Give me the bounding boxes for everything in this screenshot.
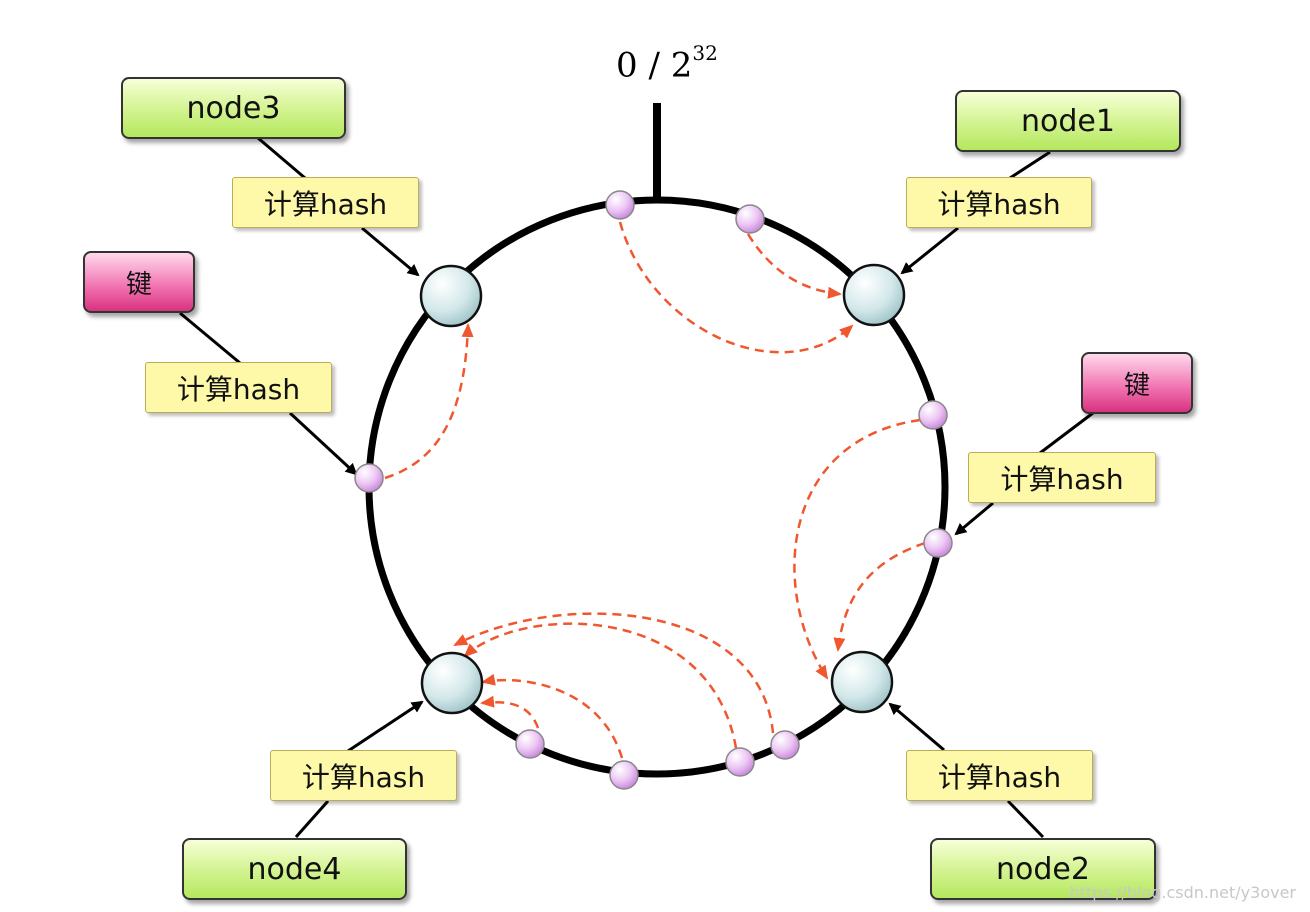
- ring-nodes: [419, 263, 906, 715]
- mapping-arrow: [793, 418, 921, 680]
- node2-hash-box: 计算hash: [906, 750, 1093, 801]
- key-left-hash-box: 计算hash: [145, 362, 332, 413]
- mapping-arrow: [481, 673, 624, 759]
- key-point: [725, 747, 755, 777]
- node4-connector-lower: [347, 700, 424, 753]
- node2-connector-upper: [1006, 799, 1045, 839]
- connector-lines: [179, 136, 1094, 839]
- ring-origin-label: 0 / 232: [616, 41, 718, 86]
- node4-connector-upper: [294, 800, 330, 838]
- node1-box: node1: [955, 90, 1181, 152]
- node4-hash-box: 计算hash: [270, 750, 457, 801]
- key-point: [605, 190, 635, 220]
- key-point: [609, 760, 639, 790]
- key-point: [923, 528, 953, 558]
- key-right-connector-lower: [954, 501, 994, 536]
- mapping-arrow: [480, 695, 540, 729]
- node1-hash-box: 计算hash: [906, 177, 1092, 228]
- watermark: https://blog.csdn.net/y3over: [1069, 883, 1296, 902]
- key-point: [918, 400, 948, 430]
- key-points: [354, 190, 953, 790]
- key-box-left: 键: [83, 251, 195, 313]
- mapping-arrow: [384, 323, 474, 480]
- key-left-connector-lower: [288, 411, 358, 476]
- mapping-arrow: [453, 612, 775, 734]
- node3-connector-lower: [361, 226, 420, 277]
- mapping-arrow: [746, 233, 842, 299]
- node2-box: node2: [930, 838, 1156, 900]
- mapping-arrow: [463, 622, 738, 749]
- node3-ring-point: [419, 264, 483, 328]
- ring-origin-value: 0 / 2: [616, 45, 693, 86]
- ring-origin-exponent: 32: [692, 41, 718, 65]
- key-point: [770, 730, 800, 760]
- key-point: [354, 463, 384, 493]
- key-point: [735, 204, 765, 234]
- mapping-arrow: [833, 541, 926, 652]
- mapping-arrows: [384, 221, 926, 759]
- node1-connector-lower: [900, 226, 959, 275]
- node4-box: node4: [182, 838, 407, 900]
- key-right-hash-box: 计算hash: [968, 452, 1156, 503]
- node1-connector-upper: [1009, 150, 1051, 180]
- key-right-connector-upper: [1039, 411, 1094, 455]
- node4-ring-point: [420, 651, 484, 715]
- key-left-connector-upper: [179, 311, 241, 365]
- node3-hash-box: 计算hash: [232, 177, 419, 228]
- node2-ring-point: [830, 650, 894, 714]
- node2-connector-lower: [888, 702, 945, 752]
- node1-ring-point: [842, 263, 906, 327]
- key-box-right: 键: [1081, 352, 1193, 414]
- key-point: [515, 729, 545, 759]
- node3-box: node3: [121, 77, 346, 139]
- node3-connector-upper: [257, 136, 306, 180]
- mapping-arrow: [618, 221, 854, 354]
